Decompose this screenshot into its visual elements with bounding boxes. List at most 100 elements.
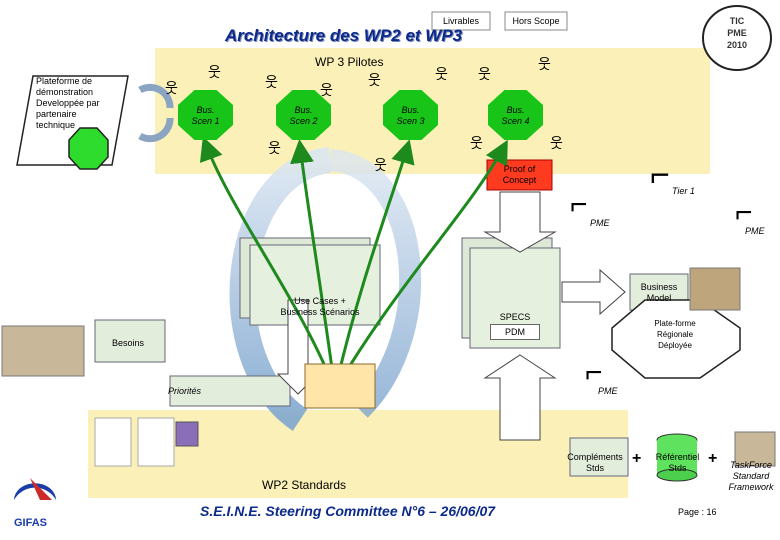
tier1-label: Tier 1 — [672, 186, 695, 196]
taskforce-label: TaskForce Standard Framework — [722, 460, 780, 493]
meeting-illustration — [304, 363, 376, 409]
person-icon: 웃 — [470, 135, 483, 151]
tic-pme-logo — [702, 5, 772, 71]
gifas-logo — [14, 483, 56, 500]
page-title: Architecture des WP2 et WP3 — [225, 26, 463, 45]
referentiel-line: Stds — [668, 463, 687, 473]
wp2-label: WP2 Standards — [262, 478, 347, 492]
plateforme-line: partenaire — [36, 109, 77, 119]
plateforme-regionale-line: Régionale — [656, 330, 694, 339]
hors-scope-box — [504, 11, 568, 31]
factory-icon: ⌐ — [735, 196, 753, 229]
page-number: Page : 16 — [678, 507, 717, 517]
referentiel-label: Référentiel Stds — [650, 452, 705, 474]
priorites-doc — [169, 375, 291, 407]
bus-scen-1-label: Bus. Scen 1 — [178, 105, 233, 127]
bus-line: Scen 1 — [191, 116, 220, 126]
bus-scen-2[interactable] — [276, 90, 331, 140]
plateforme-demo-text: Plateforme de démonstration Developpée p… — [36, 76, 100, 131]
complements-label: Compléments Stds — [565, 452, 625, 474]
proof-line: Concept — [502, 175, 537, 185]
pme-bottom-label: PME — [598, 386, 618, 396]
person-icon: 웃 — [268, 140, 281, 156]
swirl-right — [328, 149, 421, 418]
arrow-down-proof — [483, 191, 557, 253]
logo-pme: PME — [727, 28, 747, 38]
use-cases-line: Business Scénarios — [280, 307, 360, 317]
bus-line: Bus. — [401, 105, 420, 115]
bus-scen-3-label: Bus. Scen 3 — [383, 105, 438, 127]
bus-line: Bus. — [196, 105, 215, 115]
person-icon: 웃 — [265, 74, 278, 90]
gifas-logo-accent — [30, 478, 52, 500]
proof-line: Proof of — [503, 164, 536, 174]
photo-taskforce-people — [734, 431, 776, 467]
photo-besoins-people — [1, 325, 85, 377]
specs-label: SPECS PDM — [490, 310, 540, 340]
pme-right-label: PME — [745, 226, 765, 236]
person-icon: 웃 — [374, 157, 387, 173]
plateforme-regionale-line: Déployée — [658, 341, 692, 350]
green-arrows — [199, 136, 508, 391]
specs-line: PDM — [490, 324, 540, 340]
specs-line: SPECS — [499, 312, 531, 322]
business-model-line: Model — [646, 293, 672, 303]
person-icon: 웃 — [478, 66, 491, 82]
bus-scen-3[interactable] — [383, 90, 438, 140]
plateforme-regionale-label: Plate-forme Régionale Déployée — [630, 318, 720, 351]
plateforme-regionale-line: Plate-forme — [654, 319, 696, 328]
livrables-label: Livrables — [442, 16, 480, 26]
person-icon: 웃 — [435, 66, 448, 82]
logo-tic: TIC — [729, 16, 745, 26]
bus-scen-4-label: Bus. Scen 4 — [488, 105, 543, 127]
taskforce-line: Framework — [728, 482, 774, 492]
proof-of-concept-label: Proof of Concept — [487, 164, 552, 186]
plateforme-line: technique — [36, 120, 76, 130]
cycle-arrow-top — [138, 83, 174, 109]
wp2-doc-icon-1 — [94, 417, 132, 467]
factory-icon: ⌐ — [650, 156, 670, 194]
bus-scen-1[interactable] — [178, 90, 233, 140]
complements-doc — [569, 437, 629, 477]
factory-icon: ⌐ — [570, 188, 588, 221]
referentiel-cylinder-bottom — [656, 468, 698, 482]
person-icon: 웃 — [208, 64, 221, 80]
bus-line: Scen 4 — [501, 116, 530, 126]
plus-icon: + — [632, 450, 642, 467]
factory-icon: ⌐ — [585, 356, 603, 389]
person-icon: 웃 — [368, 72, 381, 88]
person-icon: 웃 — [165, 80, 178, 96]
hors-scope-label: Hors Scope — [512, 16, 560, 26]
plus-icon: + — [708, 450, 718, 467]
arrow-up-specs — [483, 354, 557, 441]
arrow-right-platform — [561, 268, 626, 316]
bus-scen-2-label: Bus. Scen 2 — [276, 105, 331, 127]
referentiel-line: Référentiel — [655, 452, 700, 462]
pme-left-label: PME — [590, 218, 610, 228]
person-icon: 웃 — [550, 135, 563, 151]
bus-line: Scen 3 — [396, 116, 425, 126]
bus-scen-4[interactable] — [488, 90, 543, 140]
besoins-label: Besoins — [112, 338, 145, 348]
bus-line: Bus. — [506, 105, 525, 115]
wp3-label: WP 3 Pilotes — [315, 55, 384, 69]
business-model-line: Business — [640, 282, 678, 292]
wp2-logo-icon — [175, 421, 199, 447]
cycle-arrow-bottom — [138, 117, 174, 143]
plateforme-line: Developpée par — [36, 98, 100, 108]
livrables-box — [431, 11, 491, 31]
complements-line: Stds — [585, 463, 604, 473]
logo-year: 2010 — [726, 40, 748, 50]
person-icon: 웃 — [320, 82, 333, 98]
plateforme-line: Plateforme de — [36, 76, 93, 86]
priorites-label: Priorités — [168, 386, 202, 396]
bus-line: Bus. — [294, 105, 313, 115]
taskforce-line: Standard — [732, 471, 770, 481]
photo-business-people — [689, 267, 741, 311]
taskforce-line: TaskForce — [730, 460, 772, 470]
wp2-doc-icon-2 — [137, 417, 175, 467]
person-icon: 웃 — [538, 56, 551, 72]
business-model-label: Business Model — [630, 282, 688, 304]
committee-footer: S.E.I.N.E. Steering Committee N°6 – 26/0… — [200, 503, 496, 519]
